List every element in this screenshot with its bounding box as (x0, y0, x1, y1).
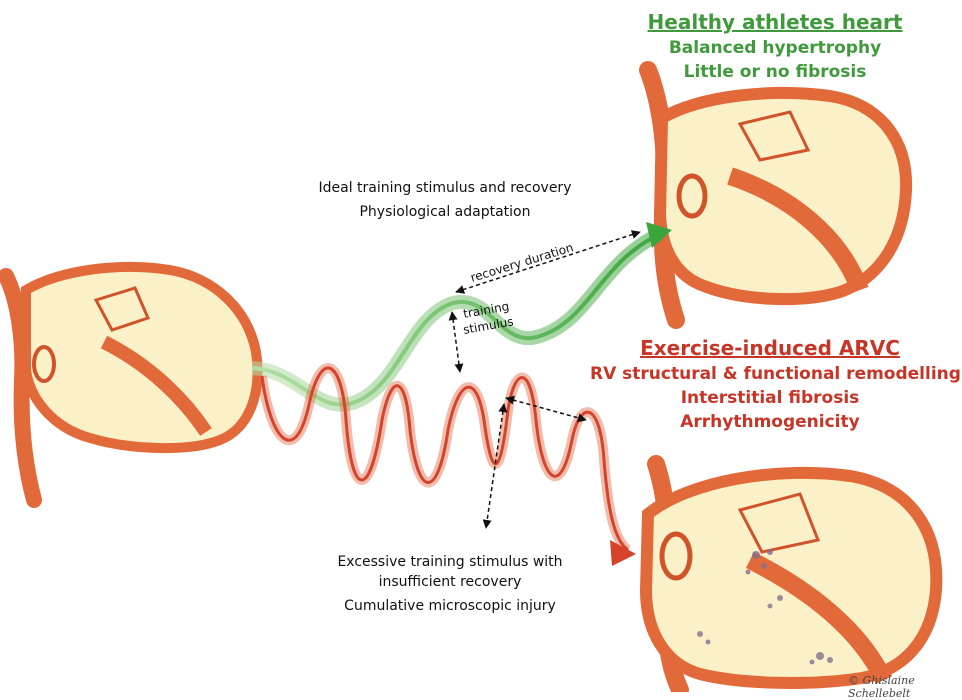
ideal-text-block: Ideal training stimulus and recovery Phy… (290, 180, 600, 220)
excessive-text-block: Excessive training stimulus with insuffi… (300, 554, 600, 614)
arvc-line: Arrhythmogenicity (590, 412, 950, 432)
healthy-line: Balanced hypertrophy (620, 38, 930, 58)
excessive-line: insufficient recovery (300, 574, 600, 590)
insufficient-recovery-arrow (506, 398, 586, 420)
healthy-text-block: Healthy athletes heart Balanced hypertro… (620, 10, 930, 82)
baseline-heart (6, 267, 258, 500)
healthy-heart (648, 70, 906, 320)
ideal-line: Ideal training stimulus and recovery (290, 180, 600, 196)
recovery-duration-label: recovery duration (469, 240, 575, 285)
training-stimulus-arrow (452, 312, 460, 372)
artist-signature: © Ghislaine Schellebelt (848, 674, 962, 700)
healthy-title: Healthy athletes heart (620, 10, 930, 34)
arvc-line: RV structural & functional remodelling (590, 364, 950, 384)
arvc-title: Exercise-induced ARVC (590, 336, 950, 360)
excessive-line: Cumulative microscopic injury (300, 598, 600, 614)
arvc-text-block: Exercise-induced ARVC RV structural & fu… (590, 336, 950, 432)
ideal-line: Physiological adaptation (290, 204, 600, 220)
arvc-line: Interstitial fibrosis (590, 388, 950, 408)
excessive-line: Excessive training stimulus with (300, 554, 600, 570)
arvc-heart (646, 464, 936, 690)
healthy-line: Little or no fibrosis (620, 62, 930, 82)
